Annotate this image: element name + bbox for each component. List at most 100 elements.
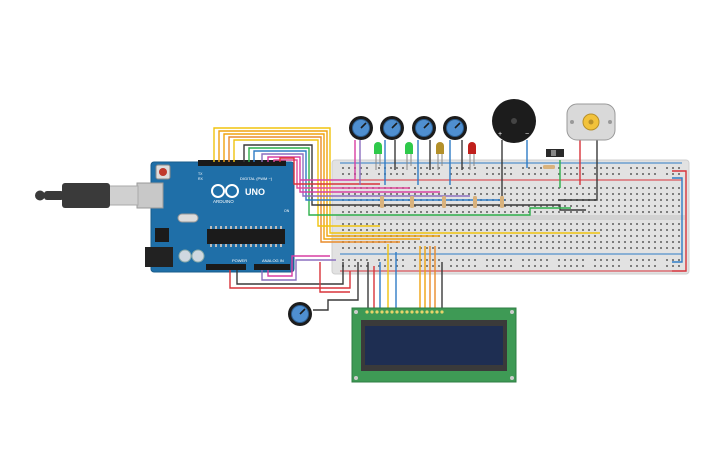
breadboard-hole <box>414 247 416 249</box>
breadboard-hole <box>594 223 596 225</box>
resistor[interactable] <box>380 196 384 208</box>
breadboard-hole <box>606 259 608 261</box>
resistor[interactable] <box>500 196 504 208</box>
breadboard-hole <box>534 211 536 213</box>
breadboard-hole <box>594 211 596 213</box>
digital-header <box>198 160 286 166</box>
breadboard-hole <box>462 229 464 231</box>
green-led[interactable] <box>374 142 382 170</box>
breadboard-hole <box>624 193 626 195</box>
breadboard-hole <box>618 223 620 225</box>
breadboard-hole <box>426 173 428 175</box>
breadboard-hole <box>402 205 404 207</box>
lcd-16x2-display[interactable] <box>351 307 517 383</box>
breadboard-hole <box>420 247 422 249</box>
breadboard-hole <box>462 259 464 261</box>
breadboard-hole <box>462 247 464 249</box>
breadboard-hole <box>588 229 590 231</box>
yellow-led[interactable] <box>436 142 444 170</box>
knob-icon[interactable] <box>380 116 404 140</box>
resistor[interactable] <box>543 165 555 169</box>
breadboard-hole <box>678 193 680 195</box>
breadboard-hole <box>450 211 452 213</box>
breadboard-hole <box>666 259 668 261</box>
breadboard-hole <box>570 265 572 267</box>
breadboard-hole <box>498 247 500 249</box>
breadboard-hole <box>576 187 578 189</box>
chip-pin <box>220 244 222 247</box>
breadboard-hole <box>534 199 536 201</box>
knob-icon[interactable] <box>288 302 312 326</box>
capacitor <box>191 249 205 263</box>
breadboard-hole <box>504 167 506 169</box>
resistor[interactable] <box>442 196 446 208</box>
breadboard-hole <box>462 211 464 213</box>
breadboard-hole <box>372 193 374 195</box>
arduino-uno-board[interactable]: UNO ARDUINO DIGITAL (PWM ~) POWER ANALOG… <box>136 160 295 273</box>
breadboard-hole <box>636 205 638 207</box>
breadboard-hole <box>456 259 458 261</box>
breadboard-hole <box>648 241 650 243</box>
breadboard-hole <box>474 229 476 231</box>
breadboard-hole <box>528 173 530 175</box>
breadboard-hole <box>594 229 596 231</box>
breadboard-hole <box>522 265 524 267</box>
chip-pin <box>210 226 212 229</box>
breadboard-hole <box>510 235 512 237</box>
breadboard-hole <box>660 211 662 213</box>
breadboard-hole <box>480 187 482 189</box>
breadboard-hole <box>462 241 464 243</box>
breadboard-hole <box>450 259 452 261</box>
breadboard-hole <box>600 229 602 231</box>
breadboard-hole <box>432 259 434 261</box>
breadboard-hole <box>546 229 548 231</box>
breadboard-hole <box>348 265 350 267</box>
breadboard-hole <box>384 247 386 249</box>
breadboard-hole <box>480 247 482 249</box>
breadboard-hole <box>540 235 542 237</box>
breadboard-hole <box>576 205 578 207</box>
breadboard-hole <box>360 173 362 175</box>
slide-switch[interactable] <box>546 149 564 157</box>
red-led[interactable] <box>468 142 476 170</box>
breadboard-hole <box>618 193 620 195</box>
breadboard-hole <box>534 223 536 225</box>
breadboard-hole <box>666 241 668 243</box>
breadboard-hole <box>480 235 482 237</box>
knob-icon[interactable] <box>349 116 373 140</box>
breadboard-hole <box>456 187 458 189</box>
breadboard-hole <box>606 173 608 175</box>
lcd-pin <box>395 310 399 314</box>
breadboard-hole <box>528 167 530 169</box>
piezo-buzzer[interactable]: + − <box>492 99 536 143</box>
knob-icon[interactable] <box>443 116 467 140</box>
resistor[interactable] <box>410 196 414 208</box>
green-led[interactable] <box>405 142 413 170</box>
lcd-pin <box>400 310 404 314</box>
breadboard-hole <box>414 229 416 231</box>
resistor[interactable] <box>473 196 477 208</box>
breadboard-hole <box>462 265 464 267</box>
breadboard-hole <box>366 193 368 195</box>
breadboard-hole <box>414 167 416 169</box>
chip-pin <box>260 226 262 229</box>
lcd-pin <box>440 310 444 314</box>
breadboard-hole <box>660 241 662 243</box>
breadboard-hole <box>366 167 368 169</box>
breadboard-hole <box>480 193 482 195</box>
breadboard-hole <box>474 247 476 249</box>
breadboard-hole <box>492 205 494 207</box>
chip-pin <box>280 226 282 229</box>
knob-icon[interactable] <box>412 116 436 140</box>
breadboard-hole <box>420 223 422 225</box>
breadboard-hole <box>510 211 512 213</box>
breadboard-hole <box>504 211 506 213</box>
breadboard-hole <box>570 235 572 237</box>
breadboard-hole <box>354 205 356 207</box>
breadboard-hole <box>504 241 506 243</box>
dc-motor-icon[interactable] <box>566 103 616 141</box>
breadboard-hole <box>612 211 614 213</box>
breadboard-hole <box>660 193 662 195</box>
breadboard-hole <box>402 247 404 249</box>
breadboard-hole <box>666 199 668 201</box>
